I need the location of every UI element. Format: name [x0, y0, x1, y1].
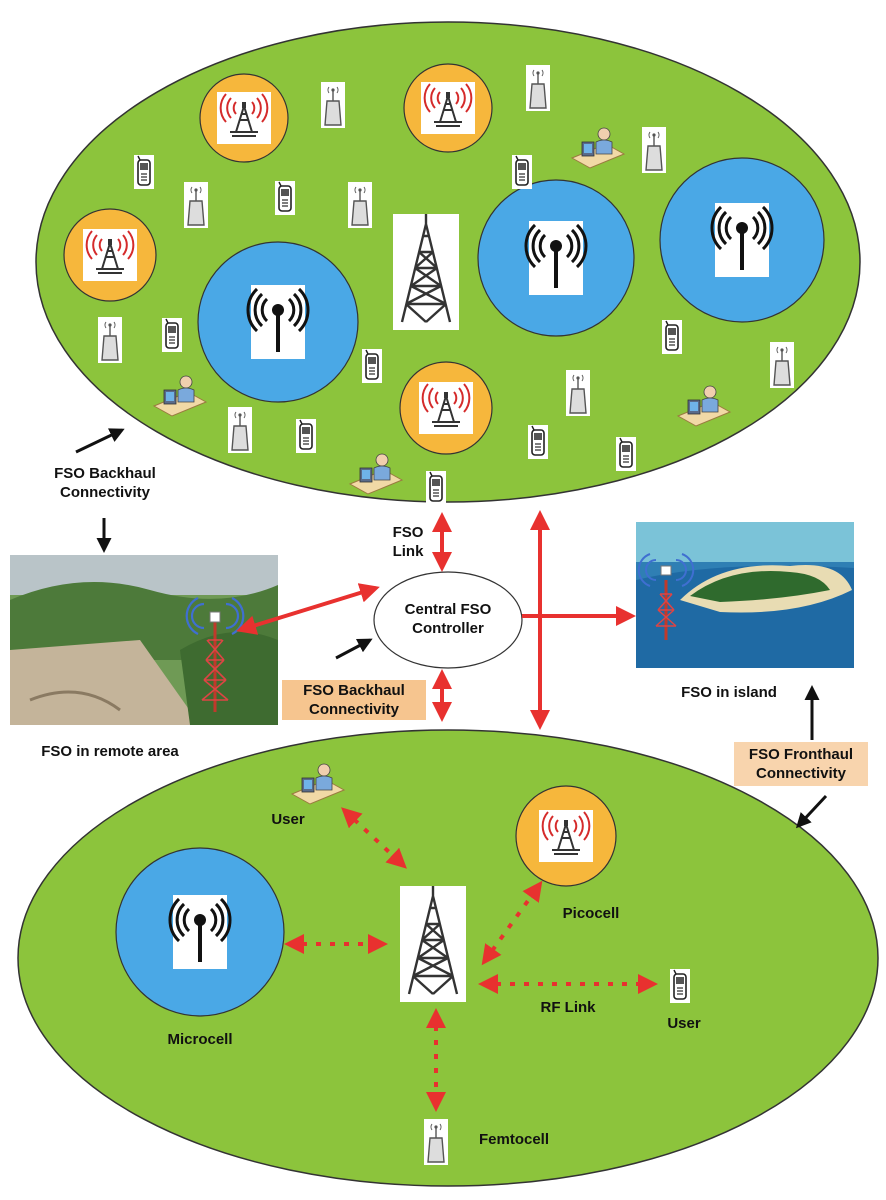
bottom-macro-tower: [398, 884, 468, 1004]
pointer-arrows: [75, 428, 828, 829]
fso-links: [236, 510, 636, 730]
label-central-controller: Central FSO Controller: [386, 600, 510, 638]
label-central-controller-line1: Central FSO: [404, 601, 492, 618]
fronthaul-highlight: [734, 742, 868, 786]
label-fso-fronthaul-line1: FSO Fronthaul: [748, 746, 854, 763]
label-fso-backhaul-mid: FSO Backhaul Connectivity: [282, 681, 426, 719]
bottom-microcell-antenna: [168, 893, 232, 971]
backhaul-highlight: [282, 680, 426, 720]
label-microcell: Microcell: [167, 1031, 233, 1048]
label-fso-backhaul-top-line1: FSO Backhaul: [54, 465, 156, 482]
label-fso-link-line1: FSO: [392, 524, 424, 541]
bottom-femtocell: [423, 1118, 449, 1166]
label-rf-link: RF Link: [540, 999, 596, 1016]
label-fso-backhaul-top: FSO Backhaul Connectivity: [20, 464, 190, 502]
remote-area-photo: [10, 555, 278, 725]
label-fso-link-line2: Link: [392, 543, 424, 560]
bottom-picocell-mast: [538, 809, 594, 863]
label-central-controller-line2: Controller: [412, 620, 484, 637]
top-microcells: [197, 157, 825, 403]
label-fso-link: FSO Link: [378, 523, 438, 561]
bottom-user-phone: [669, 968, 691, 1004]
label-fso-remote-area: FSO in remote area: [41, 743, 179, 760]
label-femtocell: Femtocell: [478, 1131, 550, 1148]
top-picocells: [63, 63, 493, 455]
rf-links: [284, 807, 658, 1112]
top-macro-tower: [391, 212, 461, 332]
label-fso-fronthaul: FSO Fronthaul Connectivity: [734, 745, 868, 783]
label-fso-fronthaul-line2: Connectivity: [755, 765, 846, 782]
label-picocell: Picocell: [562, 905, 620, 922]
label-fso-backhaul-top-line2: Connectivity: [59, 484, 150, 501]
label-fso-backhaul-mid-line1: FSO Backhaul: [303, 682, 405, 699]
label-fso-backhaul-mid-line2: Connectivity: [308, 701, 399, 718]
island-photo: [636, 522, 854, 668]
label-fso-island: FSO in island: [681, 684, 777, 701]
label-user-right: User: [667, 1015, 701, 1032]
label-user-top: User: [271, 811, 305, 828]
